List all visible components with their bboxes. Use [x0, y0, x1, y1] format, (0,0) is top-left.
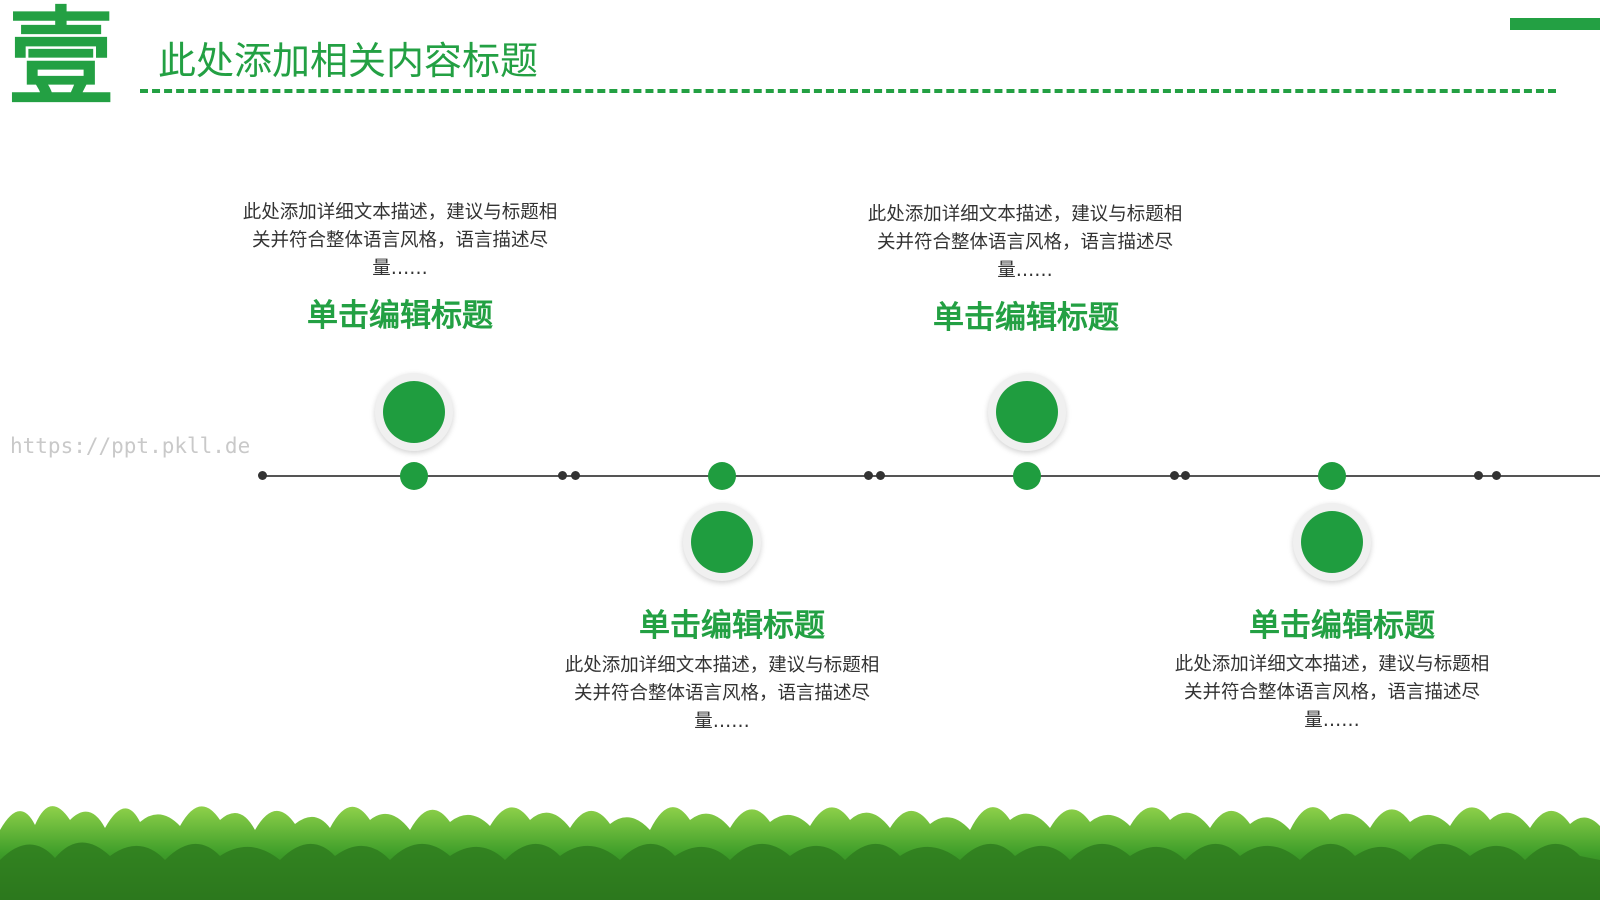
item-4-title[interactable]: 单击编辑标题	[1249, 608, 1435, 644]
section-number: 壹	[8, 0, 114, 120]
desc-line: 量……	[1304, 710, 1360, 731]
item-1-description[interactable]: 此处添加详细文本描述，建议与标题相 关并符合整体语言风格，语言描述尽 量……	[225, 199, 575, 283]
page-title[interactable]: 此处添加相关内容标题	[158, 39, 539, 83]
desc-line: 量……	[372, 258, 428, 279]
timeline-dot	[1492, 471, 1501, 480]
timeline-dot	[876, 471, 885, 480]
desc-line: 量……	[997, 260, 1053, 281]
milestone-circle-1	[375, 373, 453, 451]
milestone-circle-4	[1293, 503, 1371, 581]
title-divider	[140, 89, 1556, 93]
desc-line: 关并符合整体语言风格，语言描述尽	[573, 683, 870, 704]
timeline-node-1	[400, 462, 428, 490]
desc-line: 关并符合整体语言风格，语言描述尽	[1183, 682, 1480, 703]
watermark-url: https://ppt.pkll.de	[10, 434, 251, 458]
item-2-description[interactable]: 此处添加详细文本描述，建议与标题相 关并符合整体语言风格，语言描述尽 量……	[547, 652, 897, 736]
timeline-dot	[258, 471, 267, 480]
corner-accent-bar	[1510, 18, 1600, 30]
desc-line: 此处添加详细文本描述，建议与标题相	[867, 204, 1183, 225]
timeline-dot	[1181, 471, 1190, 480]
timeline-dot	[1170, 471, 1179, 480]
timeline-line	[262, 475, 1600, 477]
timeline-dot	[864, 471, 873, 480]
timeline-dot	[1474, 471, 1483, 480]
desc-line: 此处添加详细文本描述，建议与标题相	[1174, 654, 1490, 675]
desc-line: 关并符合整体语言风格，语言描述尽	[876, 232, 1173, 253]
milestone-circle-2	[683, 503, 761, 581]
timeline-dot	[571, 471, 580, 480]
timeline-dot	[558, 471, 567, 480]
timeline-node-3	[1013, 462, 1041, 490]
desc-line: 关并符合整体语言风格，语言描述尽	[251, 230, 548, 251]
timeline-node-4	[1318, 462, 1346, 490]
milestone-circle-3	[988, 373, 1066, 451]
item-3-description[interactable]: 此处添加详细文本描述，建议与标题相 关并符合整体语言风格，语言描述尽 量……	[850, 201, 1200, 285]
item-4-description[interactable]: 此处添加详细文本描述，建议与标题相 关并符合整体语言风格，语言描述尽 量……	[1157, 651, 1507, 735]
desc-line: 此处添加详细文本描述，建议与标题相	[242, 202, 558, 223]
grass-decoration	[0, 806, 1600, 900]
timeline-node-2	[708, 462, 736, 490]
desc-line: 量……	[694, 711, 750, 732]
desc-line: 此处添加详细文本描述，建议与标题相	[564, 655, 880, 676]
item-3-title[interactable]: 单击编辑标题	[933, 300, 1119, 336]
item-2-title[interactable]: 单击编辑标题	[639, 608, 825, 644]
item-1-title[interactable]: 单击编辑标题	[307, 298, 493, 334]
